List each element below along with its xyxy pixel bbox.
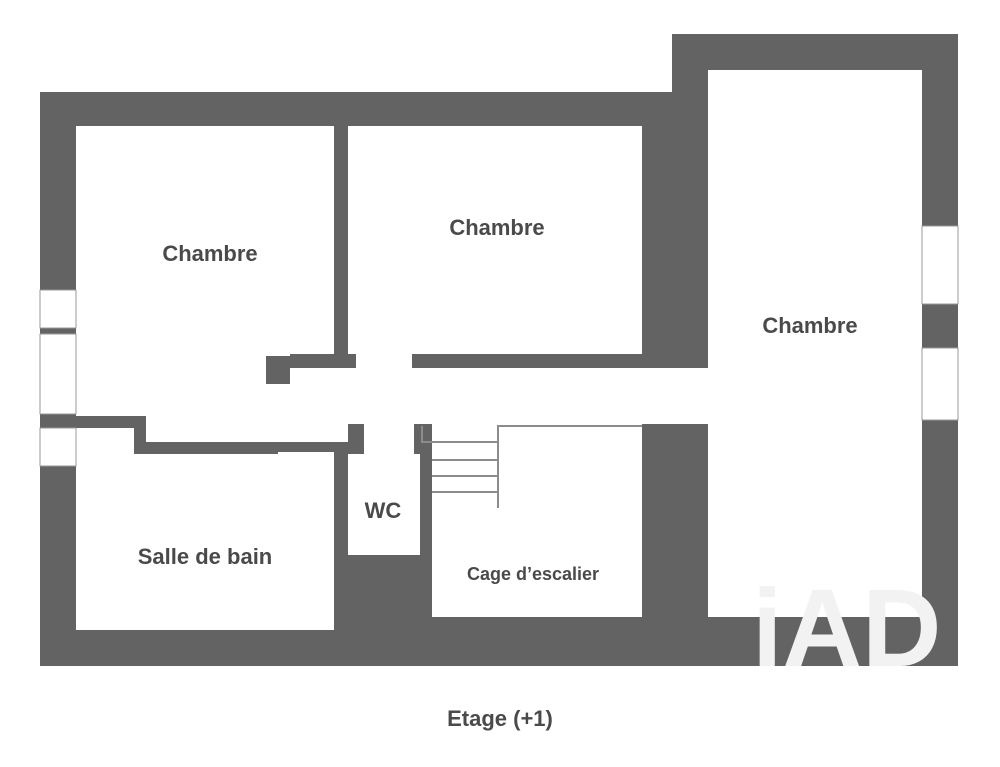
room-label-wc: WC (365, 498, 402, 523)
room-label-chambre-left: Chambre (162, 241, 257, 266)
window-top-right (672, 16, 958, 34)
window-left-upper (39, 289, 77, 329)
room-label-chambre-middle: Chambre (449, 215, 544, 240)
windows (39, 16, 959, 467)
floor-caption: Etage (+1) (447, 706, 553, 731)
room-labels: Chambre Chambre Chambre Salle de bain WC… (138, 215, 858, 584)
watermark-logo: iAD (752, 567, 941, 690)
window-right-upper (921, 225, 959, 305)
room-label-salle-de-bain: Salle de bain (138, 544, 273, 569)
window-left-lower (39, 427, 77, 467)
wall-stubs (134, 354, 642, 454)
room-label-chambre-right: Chambre (762, 313, 857, 338)
window-left-middle (39, 333, 77, 415)
room-label-cage-escalier: Cage d’escalier (467, 564, 599, 584)
window-right-lower (921, 347, 959, 421)
staircase (421, 425, 642, 508)
room-interiors (76, 70, 922, 630)
